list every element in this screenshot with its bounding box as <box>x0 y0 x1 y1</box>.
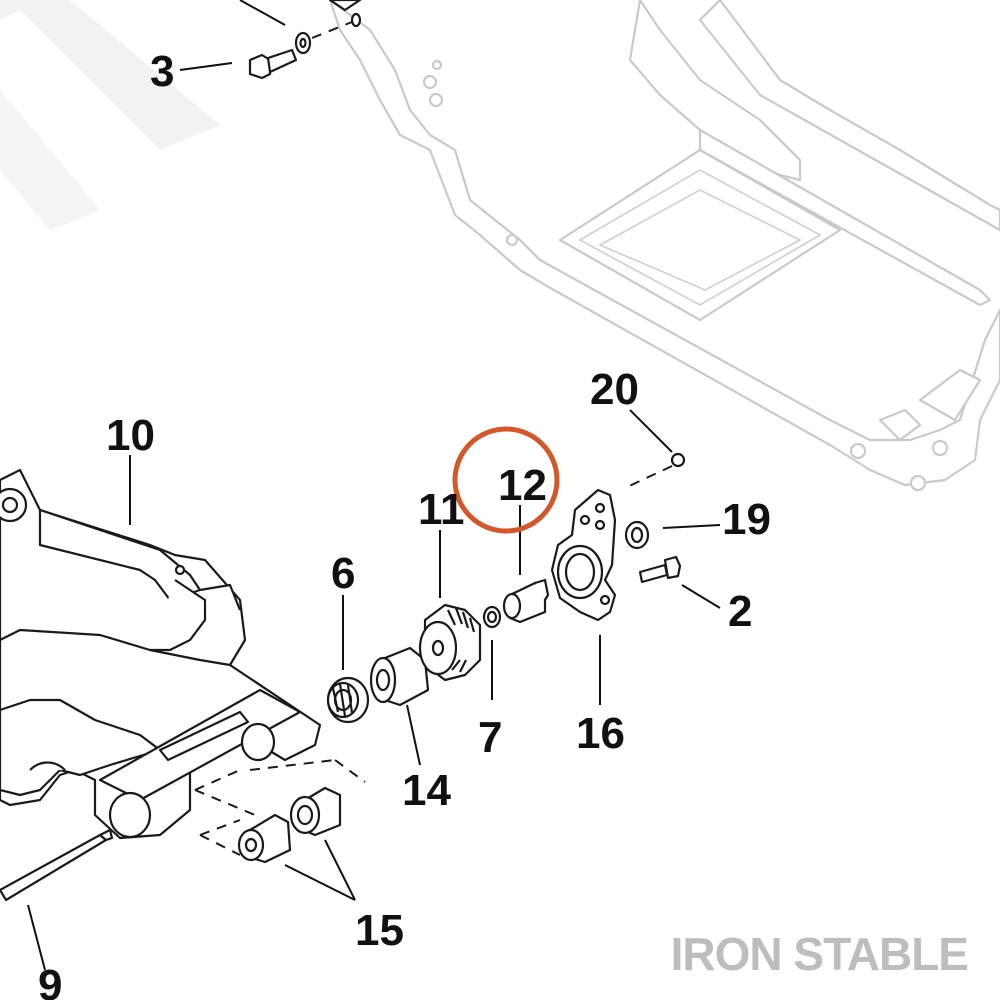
part-15-bushings <box>194 759 366 864</box>
callout-16: 16 <box>576 709 625 758</box>
part-11-pivot-block <box>418 603 482 682</box>
part-3-bolt <box>248 0 362 80</box>
part-19-nut <box>624 520 650 550</box>
callout-10: 10 <box>106 411 155 460</box>
callout-3: 3 <box>150 47 174 96</box>
callout-9: 9 <box>38 961 62 1000</box>
part-20-screw <box>624 452 686 489</box>
callout-12: 12 <box>498 461 547 510</box>
background-watermark-shape <box>0 0 220 230</box>
part-7-ring <box>482 605 502 629</box>
highlight-circle <box>452 426 560 534</box>
callout-11: 11 <box>418 485 465 534</box>
callout-6: 6 <box>331 549 355 598</box>
callout-19: 19 <box>722 495 771 544</box>
part-16-bracket <box>550 488 617 622</box>
part-14-spacer <box>369 646 430 707</box>
leader-lines <box>27 0 721 971</box>
part-9-axle <box>0 828 114 902</box>
callout-14: 14 <box>402 766 451 815</box>
part-2-bolt <box>638 555 682 584</box>
part-12-bushing <box>502 578 550 624</box>
callout-7: 7 <box>478 713 502 762</box>
motorcycle-frame <box>328 0 1000 492</box>
part-6-bearing <box>326 676 370 724</box>
callout-labels: 3 10 6 11 12 20 19 2 7 16 14 15 9 <box>38 47 771 1000</box>
callout-20: 20 <box>590 365 639 414</box>
part-10-swingarm <box>0 468 322 840</box>
watermark: IRON STABLE <box>671 928 968 980</box>
callout-15: 15 <box>355 906 404 955</box>
callout-2: 2 <box>728 587 752 636</box>
